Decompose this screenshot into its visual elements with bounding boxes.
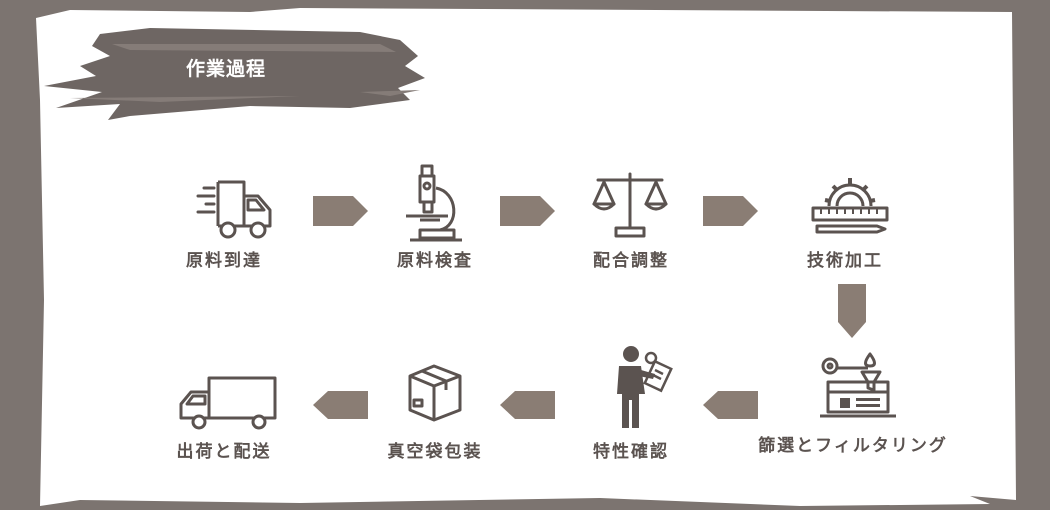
delivery-truck-icon	[196, 180, 272, 239]
cargo-truck-icon	[179, 376, 277, 430]
arrow-left-1	[703, 391, 758, 419]
step-label-1: 原料到達	[186, 251, 262, 271]
arrow-right-3	[703, 196, 758, 226]
step-label-8: 出荷と配送	[176, 442, 272, 462]
step-label-6: 特性確認	[593, 442, 669, 462]
arrow-down	[838, 284, 866, 338]
step-label-4: 技術加工	[807, 251, 883, 271]
filter-lab-icon	[820, 352, 896, 418]
package-box-icon	[408, 364, 462, 422]
arrow-left-3	[313, 391, 368, 419]
step-label-5: 篩選とフィルタリング	[758, 436, 948, 456]
arrow-left-2	[500, 391, 555, 419]
step-property-check	[560, 344, 720, 430]
step-vacuum-packaging	[355, 360, 515, 424]
arrow-right-1	[313, 196, 368, 226]
gear-ruler-icon	[811, 178, 889, 234]
step-label-7: 真空袋包装	[387, 442, 483, 462]
step-shipping	[144, 374, 304, 434]
page-title: 作業過程	[186, 58, 267, 80]
microscope-icon	[406, 164, 462, 242]
balance-scale-icon	[592, 172, 668, 238]
step-screening-filtering	[778, 352, 938, 420]
step-raw-material-inspection	[355, 164, 515, 244]
step-blending	[550, 170, 710, 240]
step-raw-material-arrival	[148, 176, 308, 242]
step-processing	[770, 172, 930, 238]
arrow-right-2	[500, 196, 555, 226]
person-inspecting-icon	[617, 346, 673, 428]
step-label-2: 原料検査	[397, 251, 473, 271]
step-label-3: 配合調整	[593, 251, 669, 271]
